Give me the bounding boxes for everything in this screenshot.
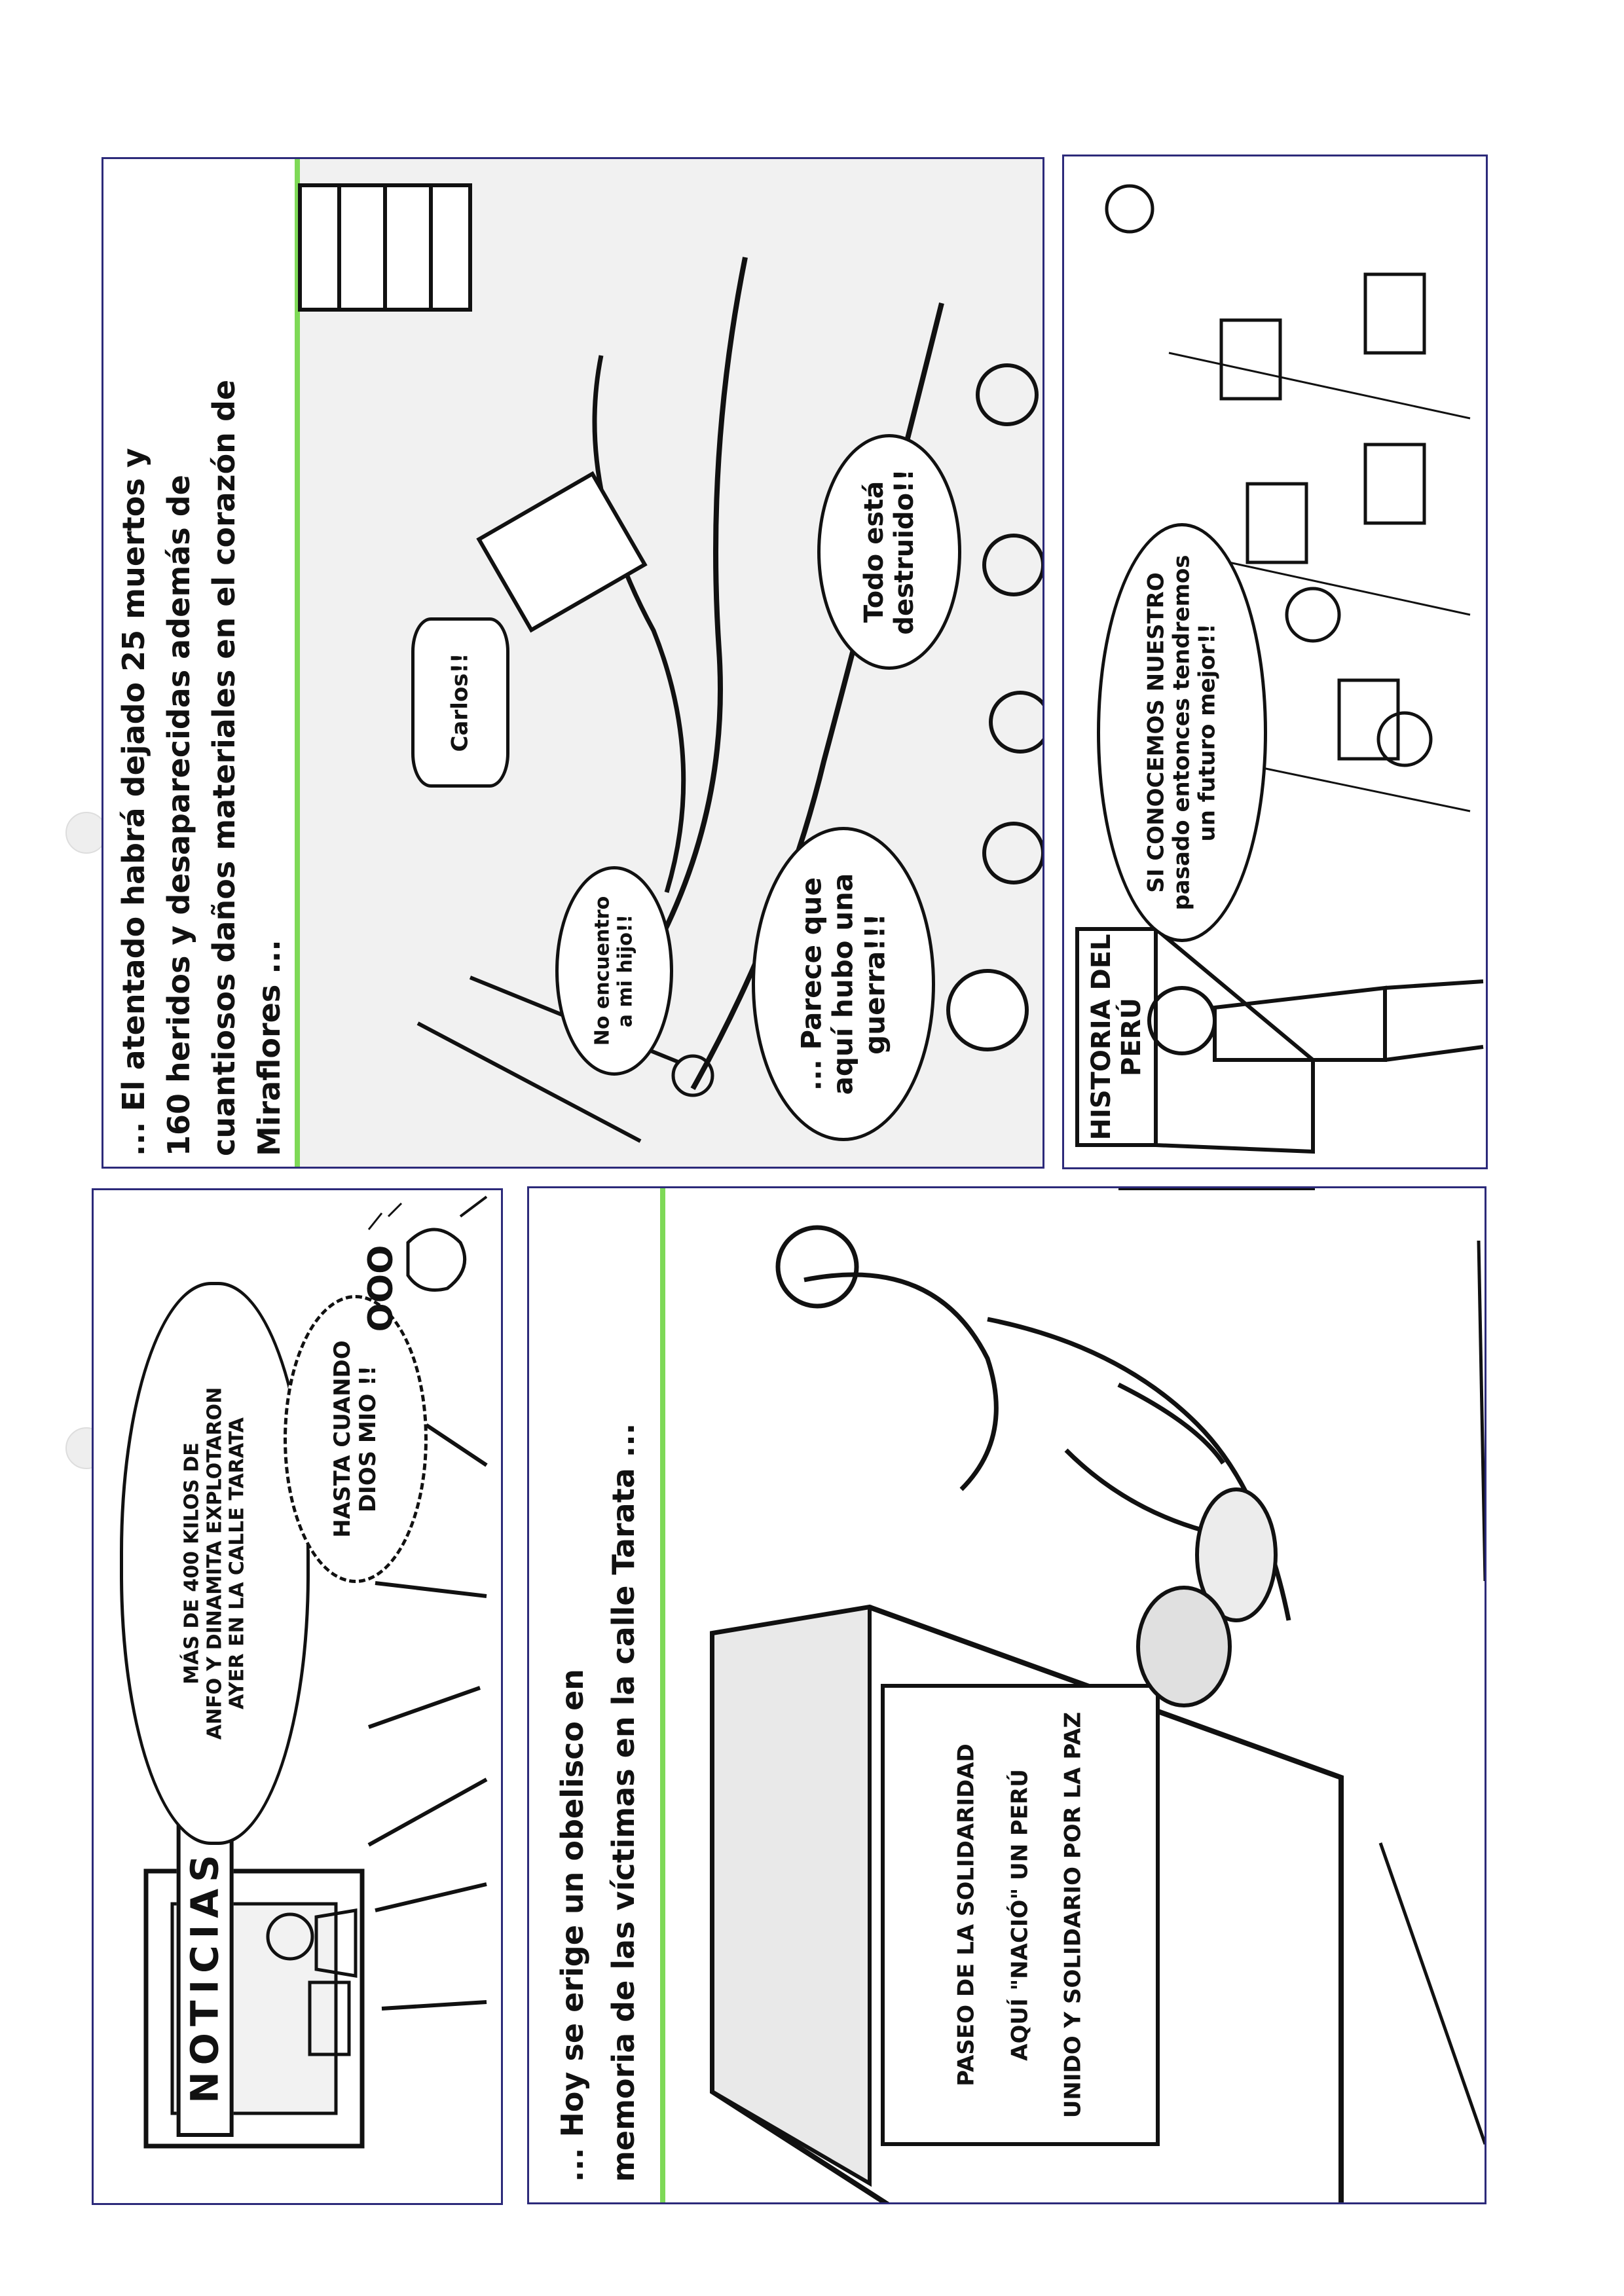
bubble-hasta-cuando-text: HASTA CUANDO DIOS MIO !! (329, 1340, 381, 1538)
caption-divider (295, 159, 300, 1167)
panel-attack: ... El atentado habrá dejado 25 muertos … (101, 157, 1044, 1169)
bubble-no-encuentro: No encuentro a mi hijo!! (555, 866, 673, 1076)
sound-effect-text: OOO (361, 1245, 401, 1332)
bubble-carlos: Carlos!! (411, 617, 509, 788)
punch-hole-top (65, 812, 107, 854)
bubble-teacher-text: SI CONOCEMOS NUESTRO pasado entonces ten… (1143, 555, 1221, 911)
bubble-teacher: SI CONOCEMOS NUESTRO pasado entonces ten… (1097, 523, 1267, 942)
bubble-tv-report: MÁS DE 400 KILOS DE ANFO Y DINAMITA EXPL… (120, 1282, 310, 1845)
sound-effect: OOO (342, 1243, 421, 1334)
bubble-tv-report-text: MÁS DE 400 KILOS DE ANFO Y DINAMITA EXPL… (180, 1387, 249, 1740)
obelisk-plaque-text: PASEO DE LA SOLIDARIDAD AQUÍ "NACIÓ" UN … (953, 1711, 1086, 2119)
bubble-destruido: Todo está destruido!! (817, 434, 961, 670)
obelisk-plaque: PASEO DE LA SOLIDARIDAD AQUÍ "NACIÓ" UN … (883, 1686, 1158, 2144)
history-board-text: HISTORIA DEL PERÚ (1086, 934, 1147, 1140)
bubble-hasta-cuando: HASTA CUANDO DIOS MIO !! (284, 1295, 428, 1583)
panel-obelisk: ... Hoy se erige un obelisco en memoria … (527, 1186, 1486, 2204)
caption-divider (660, 1188, 665, 2202)
panel-school: HISTORIA DEL PERÚ SI CONOCEMOS NUESTRO p… (1062, 155, 1488, 1169)
school-drawing (1075, 184, 1484, 1154)
panel-news: NOTICIAS MÁS DE 400 KILOS DE ANFO Y DINA… (92, 1188, 503, 2205)
bubble-destruido-text: Todo está destruido!! (859, 469, 919, 635)
obelisk-drawing (710, 1188, 1485, 2202)
tv-label-text: NOTICIAS (176, 1815, 234, 2137)
bubble-no-encuentro-text: No encuentro a mi hijo!! (591, 896, 637, 1046)
bubble-carlos-text: Carlos!! (447, 653, 473, 752)
history-board: HISTORIA DEL PERÚ (1077, 929, 1156, 1145)
bubble-guerra-text: ... Parece que aquí hubo una guerra!!! (795, 873, 891, 1095)
tv-label: NOTICIAS (133, 1815, 277, 2137)
bubble-guerra: ... Parece que aquí hubo una guerra!!! (752, 827, 935, 1141)
